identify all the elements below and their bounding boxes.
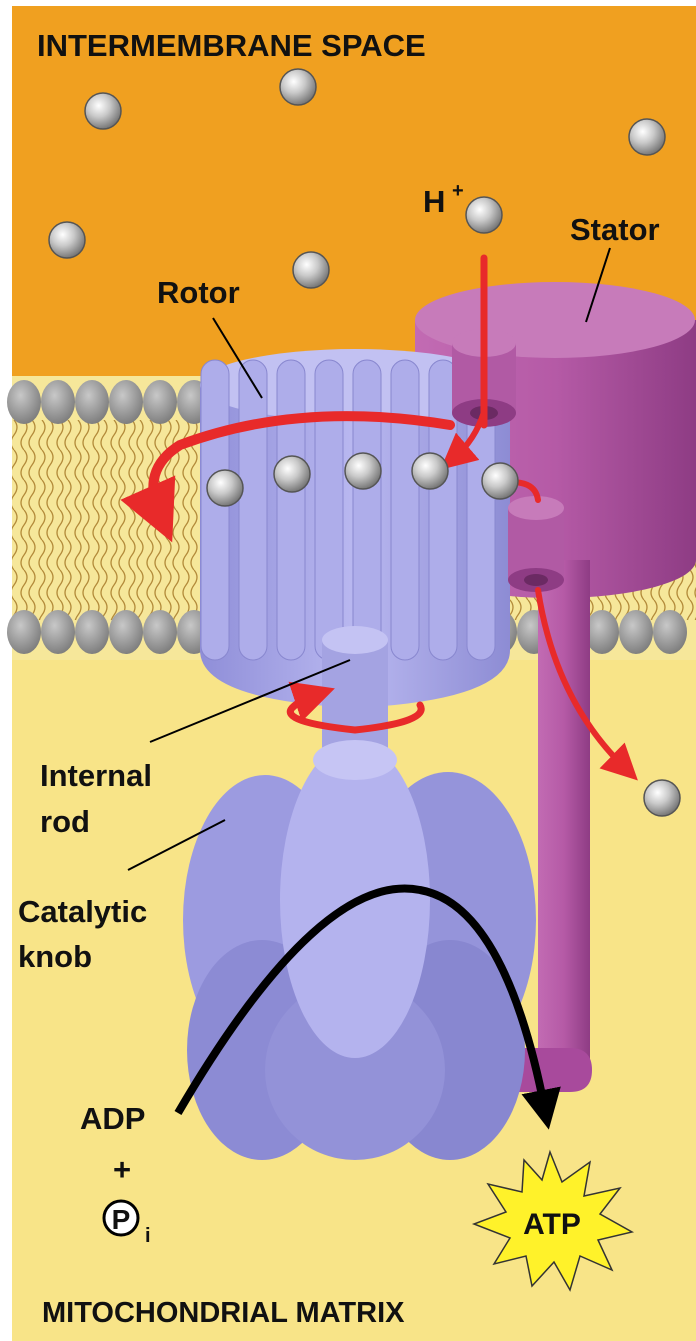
plus-label: + bbox=[113, 1152, 131, 1187]
lipid-head bbox=[143, 610, 177, 654]
catalytic-knob-label-line2: knob bbox=[18, 939, 92, 974]
rotor-subunit bbox=[391, 360, 419, 660]
rotor-subunit bbox=[239, 360, 267, 660]
rotor-subunit bbox=[315, 360, 343, 660]
proton-label: H bbox=[423, 184, 445, 219]
lipid-head bbox=[619, 610, 653, 654]
catalytic-knob-label-line1: Catalytic bbox=[18, 894, 147, 929]
lipid-head bbox=[143, 380, 177, 424]
lipid-head bbox=[75, 610, 109, 654]
region-label-bottom: MITOCHONDRIAL MATRIX bbox=[42, 1297, 405, 1329]
proton-sphere-matrix bbox=[644, 780, 680, 816]
proton-sphere bbox=[49, 222, 85, 258]
lipid-head bbox=[585, 610, 619, 654]
lipid-head bbox=[653, 610, 687, 654]
stator-channel-lower bbox=[508, 496, 564, 592]
proton-sphere bbox=[466, 197, 502, 233]
atp-label: ATP bbox=[523, 1208, 581, 1241]
lipid-head bbox=[7, 610, 41, 654]
proton-sphere bbox=[85, 93, 121, 129]
rotor-subunit bbox=[353, 360, 381, 660]
phosphate-label: P bbox=[112, 1204, 131, 1235]
lipid-head bbox=[41, 610, 75, 654]
adp-label: ADP bbox=[80, 1101, 145, 1136]
lipid-head bbox=[7, 380, 41, 424]
internal-rod-label-line2: rod bbox=[40, 804, 90, 839]
catalytic-knob bbox=[183, 740, 536, 1160]
phosphate-subscript: i bbox=[145, 1225, 151, 1247]
proton-sphere bbox=[293, 252, 329, 288]
proton-sphere bbox=[629, 119, 665, 155]
lipid-head bbox=[75, 380, 109, 424]
proton-charge-label: + bbox=[452, 180, 464, 202]
rotor-label: Rotor bbox=[157, 275, 240, 310]
rotor-subunit bbox=[201, 360, 229, 660]
proton-sphere bbox=[280, 69, 316, 105]
lipid-head bbox=[109, 380, 143, 424]
region-label-top: INTERMEMBRANE SPACE bbox=[37, 28, 426, 63]
lipid-head bbox=[109, 610, 143, 654]
rotor-subunit bbox=[277, 360, 305, 660]
internal-rod-label-line1: Internal bbox=[40, 758, 152, 793]
stator-label: Stator bbox=[570, 212, 660, 247]
lipid-head bbox=[41, 380, 75, 424]
